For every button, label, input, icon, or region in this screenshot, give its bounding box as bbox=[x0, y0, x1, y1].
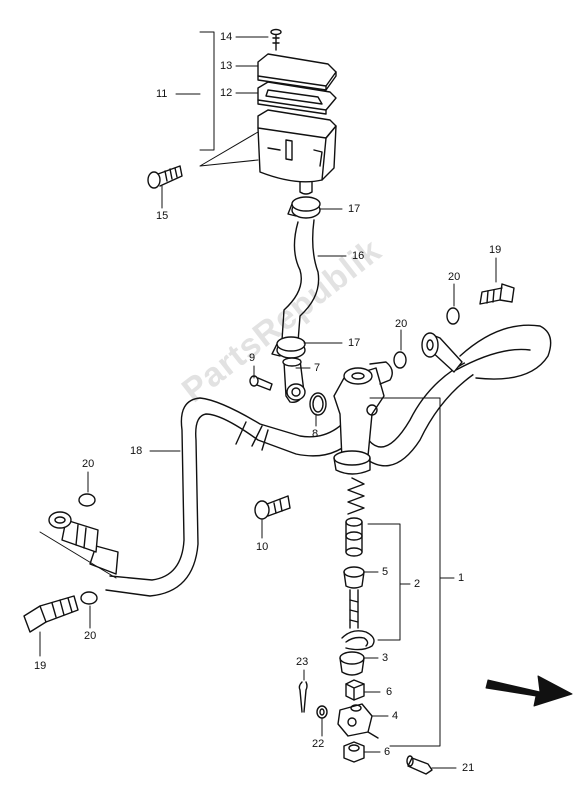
callout-20-d: 20 bbox=[84, 630, 97, 642]
reservoir-bolt bbox=[147, 165, 183, 189]
return-spring bbox=[347, 477, 365, 515]
washer-22 bbox=[316, 705, 328, 719]
callout-15: 15 bbox=[156, 210, 169, 222]
callout-19-right: 19 bbox=[489, 244, 502, 256]
callout-20-c: 20 bbox=[82, 458, 95, 470]
callout-19-left: 19 bbox=[34, 660, 47, 672]
reservoir-cap bbox=[257, 53, 337, 91]
clevis bbox=[337, 703, 379, 739]
front-direction-arrow bbox=[485, 675, 573, 707]
callout-2: 2 bbox=[414, 578, 421, 590]
hose-banjo-right bbox=[421, 324, 552, 380]
callout-17-upper: 17 bbox=[348, 203, 361, 215]
mounting-bolt bbox=[254, 495, 291, 520]
lock-nut-upper bbox=[345, 679, 365, 701]
callout-10: 10 bbox=[256, 541, 269, 553]
washer-20-b bbox=[393, 351, 407, 369]
brake-hose bbox=[89, 359, 475, 597]
callout-7: 7 bbox=[314, 362, 321, 374]
callout-9: 9 bbox=[249, 352, 256, 364]
callout-13: 13 bbox=[220, 60, 233, 72]
reservoir-diaphragm bbox=[257, 81, 337, 115]
hose-banjo-left bbox=[48, 511, 99, 553]
callout-6-lower: 6 bbox=[384, 746, 391, 758]
callout-5: 5 bbox=[382, 566, 389, 578]
clevis-pin bbox=[406, 755, 433, 775]
piston-rod bbox=[343, 566, 365, 629]
callout-21: 21 bbox=[462, 762, 475, 774]
reservoir-hose bbox=[281, 219, 320, 343]
callout-11: 11 bbox=[156, 88, 168, 100]
callout-20-a: 20 bbox=[448, 271, 461, 283]
callout-6-upper: 6 bbox=[386, 686, 393, 698]
circlip bbox=[341, 630, 375, 651]
connector-screw bbox=[249, 375, 273, 391]
callout-17-lower: 17 bbox=[348, 337, 361, 349]
callout-3: 3 bbox=[382, 652, 389, 664]
hose-clamp-upper bbox=[287, 196, 321, 219]
hose-clamp-lower bbox=[271, 336, 306, 359]
master-cylinder bbox=[333, 361, 393, 475]
callout-14: 14 bbox=[220, 31, 233, 43]
callout-22: 22 bbox=[312, 738, 325, 750]
piston-set bbox=[345, 517, 363, 557]
lock-nut-lower bbox=[343, 741, 365, 763]
dust-boot bbox=[339, 651, 365, 676]
callout-20-b: 20 bbox=[395, 318, 408, 330]
banjo-bolt-right bbox=[479, 283, 515, 305]
o-ring bbox=[309, 392, 327, 416]
callout-18: 18 bbox=[130, 445, 143, 457]
washer-20-c bbox=[78, 493, 96, 507]
reservoir-screw bbox=[270, 28, 282, 51]
leader-lines bbox=[39, 31, 497, 769]
callout-1: 1 bbox=[458, 572, 465, 584]
callout-4: 4 bbox=[392, 710, 399, 722]
callout-16: 16 bbox=[352, 250, 365, 262]
banjo-bolt-left bbox=[23, 595, 79, 633]
washer-20-d bbox=[80, 591, 98, 605]
cotter-pin bbox=[298, 681, 308, 713]
callout-23: 23 bbox=[296, 656, 309, 668]
washer-20-a bbox=[446, 307, 460, 325]
callout-8: 8 bbox=[312, 428, 319, 440]
callout-12: 12 bbox=[220, 87, 233, 99]
reservoir-tank bbox=[257, 109, 337, 195]
hose-connector bbox=[282, 357, 306, 403]
